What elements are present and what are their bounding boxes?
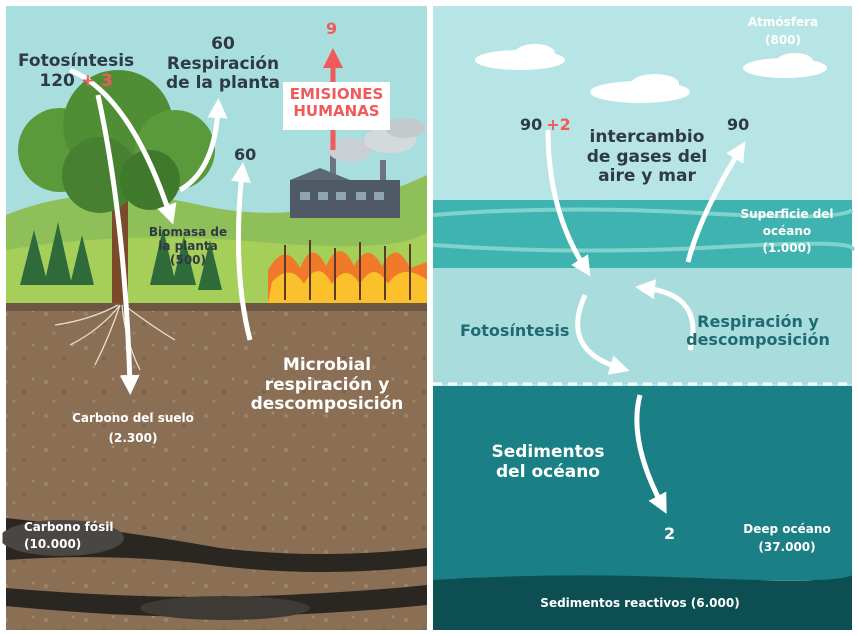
plant-respiration-value: 60 — [211, 34, 235, 54]
air-to-sea-extra: +2 — [546, 115, 571, 134]
microbial-value: 60 — [234, 145, 257, 164]
ocean-sediments-label: Sedimentos del océano — [478, 442, 618, 482]
air-to-sea-value: 90 — [520, 115, 543, 134]
fossil-carbon-value: (10.000) — [24, 536, 82, 551]
gas-exchange-line-1: intercambio — [589, 127, 705, 147]
human-emissions-value: 9 — [326, 19, 338, 38]
microbial-line-3: descomposición — [250, 394, 404, 415]
gas-exchange-line-3: aire y mar — [598, 166, 696, 187]
ocean-sediments-line-1: Sedimentos — [491, 442, 605, 462]
soil-texture — [6, 303, 427, 630]
arrow-air-to-sea — [545, 129, 591, 277]
factory — [290, 118, 425, 218]
atmosphere-value: (800) — [764, 32, 802, 47]
soil-carbon-title: Carbono del suelo — [72, 411, 194, 425]
fossil-pocket — [0, 520, 124, 556]
seabed — [433, 575, 852, 630]
emissions-box — [283, 82, 390, 130]
deep-ocean — [433, 386, 852, 580]
ocean-respiration-line-1: Respiración y — [697, 312, 819, 331]
soil-carbon-label: Carbono del suelo (2.300) — [58, 411, 208, 446]
microbial-line-1: Microbial — [282, 355, 372, 375]
ocean-photosynthesis-label: Fotosíntesis — [460, 321, 570, 340]
reactive-sediments-label: Sedimentos reactivos (6.000) — [540, 596, 740, 610]
ocean-surface-label: Superficie del océano (1.000) — [732, 207, 842, 255]
ocean-respiration-label: Respiración y descomposición — [678, 312, 838, 350]
pine-trees — [20, 222, 222, 290]
atmosphere-label: Atmósfera (800) — [738, 15, 828, 48]
fossil-pocket-2 — [140, 596, 310, 620]
fossil-carbon-label: Carbono fósil (10.000) — [24, 520, 114, 552]
plant-respiration-line-2: de la planta — [165, 73, 280, 94]
human-emissions-line-1: EMISIONES — [289, 85, 384, 103]
sediment-flux-value: 2 — [664, 524, 676, 543]
arrow-sediments — [634, 394, 667, 514]
deep-ocean-value: (37.000) — [758, 539, 816, 554]
plant-respiration-label: 60 Respiración de la planta — [163, 34, 283, 94]
land-panel — [0, 6, 427, 630]
ocean-surface-value: (1.000) — [762, 240, 812, 255]
plant-biomass-label: Biomasa de la planta (500) — [134, 225, 242, 267]
deep-ocean-label: Deep océano (37.000) — [732, 522, 842, 555]
soil-carbon-value: (2.300) — [108, 430, 158, 445]
plant-biomass-line-2: la planta — [158, 238, 218, 253]
plant-biomass-line-1: Biomasa de — [148, 225, 228, 239]
air-to-sea-flux: 90+2 — [520, 115, 571, 134]
arrow-photosynthesis-ocean — [575, 293, 630, 375]
arrow-to-soil — [95, 94, 140, 395]
human-emissions-label: EMISIONES HUMANAS — [283, 85, 390, 121]
panel-divider — [427, 0, 433, 636]
plant-biomass-value: (500) — [169, 252, 207, 267]
photosynthesis-land-value: 120 — [39, 70, 75, 91]
human-emissions-line-2: HUMANAS — [293, 102, 380, 121]
microbial-line-2: respiración y — [264, 374, 390, 395]
ocean-surface-line-1: Superficie del — [740, 207, 834, 221]
arrow-respiration-ocean — [635, 279, 696, 351]
photosynthesis-land-title: Fotosíntesis — [18, 51, 135, 71]
deep-ocean-title: Deep océano — [743, 522, 831, 536]
ocean-panel — [432, 6, 855, 630]
microbial-label: Microbial respiración y descomposición — [232, 355, 422, 415]
arrow-sea-to-air — [685, 141, 746, 263]
plant-respiration-line-1: Respiración — [166, 53, 280, 74]
atmosphere-title: Atmósfera — [747, 15, 819, 29]
photosynthesis-land-label: Fotosíntesis 120 + 3 — [18, 51, 135, 91]
arrow-plant-respiration — [178, 98, 228, 193]
gas-exchange-line-2: de gases del — [586, 146, 708, 167]
gas-exchange-label: intercambio de gases del aire y mar — [582, 127, 712, 187]
sea-to-air-value: 90 — [727, 115, 750, 134]
ocean-respiration-line-2: descomposición — [686, 330, 830, 350]
arrow-photosynthesis-land — [69, 67, 177, 225]
forest-fire — [268, 240, 427, 303]
clouds — [475, 44, 827, 103]
ocean-sediments-line-2: del océano — [496, 461, 600, 482]
ocean-surface-line-2: océano — [762, 223, 812, 238]
arrow-microbial — [231, 162, 253, 341]
fossil-carbon-title: Carbono fósil — [24, 520, 114, 534]
photosynthesis-land-extra: + 3 — [80, 70, 113, 91]
